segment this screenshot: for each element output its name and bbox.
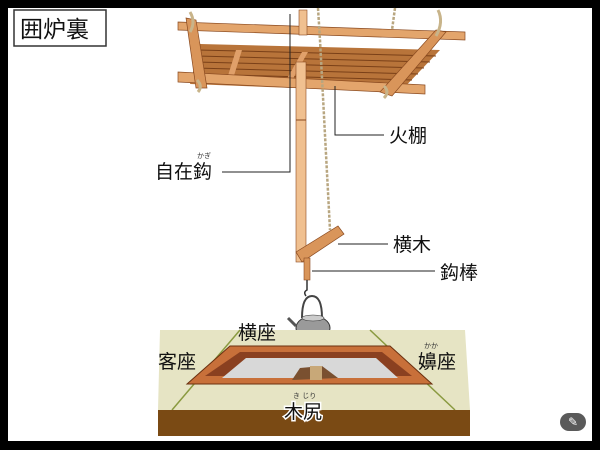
hearth-floor xyxy=(158,329,470,436)
jizai-kagi xyxy=(295,9,345,297)
furigana-kijiri: き じり xyxy=(293,392,316,400)
furigana-kaka: かか xyxy=(424,342,438,350)
kagibo-rod xyxy=(303,257,311,281)
yokogi-crossbar xyxy=(295,225,345,263)
label-yokogi: 横木 xyxy=(393,234,431,256)
leader-lines xyxy=(222,14,435,272)
label-kagibo: 鈎棒 xyxy=(440,262,478,284)
page-title: 囲炉裏 xyxy=(20,17,89,43)
furigana-kagi: かぎ xyxy=(197,151,211,160)
fire-shelf xyxy=(177,9,466,100)
edit-off-icon: ✎ xyxy=(567,415,579,429)
label-hidana: 火棚 xyxy=(389,125,427,147)
edit-off-button[interactable]: ✎ xyxy=(560,413,586,431)
label-kijiri: 木尻 xyxy=(284,401,322,423)
ropes xyxy=(316,7,397,231)
label-kakaza: 嬶座 xyxy=(418,351,456,373)
label-jizaikagi: 自在鈎 xyxy=(155,161,212,183)
title-box: 囲炉裏 xyxy=(13,9,107,47)
label-yokoza: 横座 xyxy=(238,322,276,344)
label-kyakuza: 客座 xyxy=(158,351,196,373)
